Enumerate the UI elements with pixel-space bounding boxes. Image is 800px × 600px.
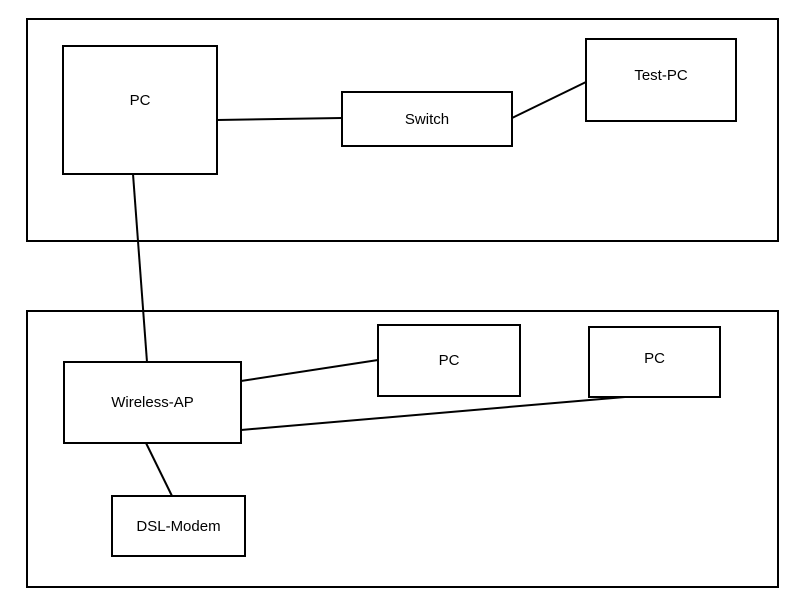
switch-node-label: Switch (404, 110, 450, 128)
pc-node-lower-1-label: PC (438, 352, 460, 369)
link-wireless-ap-dsl-modem (145, 442, 173, 497)
link-pc-wireless-ap (132, 173, 148, 363)
pc-node-lower-2: PC (588, 326, 721, 398)
link-wireless-ap-pc-lower-2 (240, 396, 626, 431)
pc-node-main-label: PC (129, 91, 151, 109)
switch-node: Switch (341, 91, 513, 147)
test-pc-node-label: Test-PC (634, 66, 688, 84)
upper-zone (26, 18, 779, 242)
wireless-ap-node-label: Wireless-AP (111, 394, 194, 411)
link-pc-switch (216, 117, 343, 121)
link-wireless-ap-pc-lower-1 (240, 359, 379, 382)
wireless-ap-node: Wireless-AP (63, 361, 242, 444)
dsl-modem-node-label: DSL-Modem (136, 517, 221, 535)
link-switch-test-pc (511, 81, 587, 119)
pc-node-lower-1: PC (377, 324, 521, 397)
lower-zone (26, 310, 779, 588)
test-pc-node: Test-PC (585, 38, 737, 122)
dsl-modem-node: DSL-Modem (111, 495, 246, 557)
pc-node-lower-2-label: PC (644, 349, 665, 367)
pc-node-main: PC (62, 45, 218, 175)
